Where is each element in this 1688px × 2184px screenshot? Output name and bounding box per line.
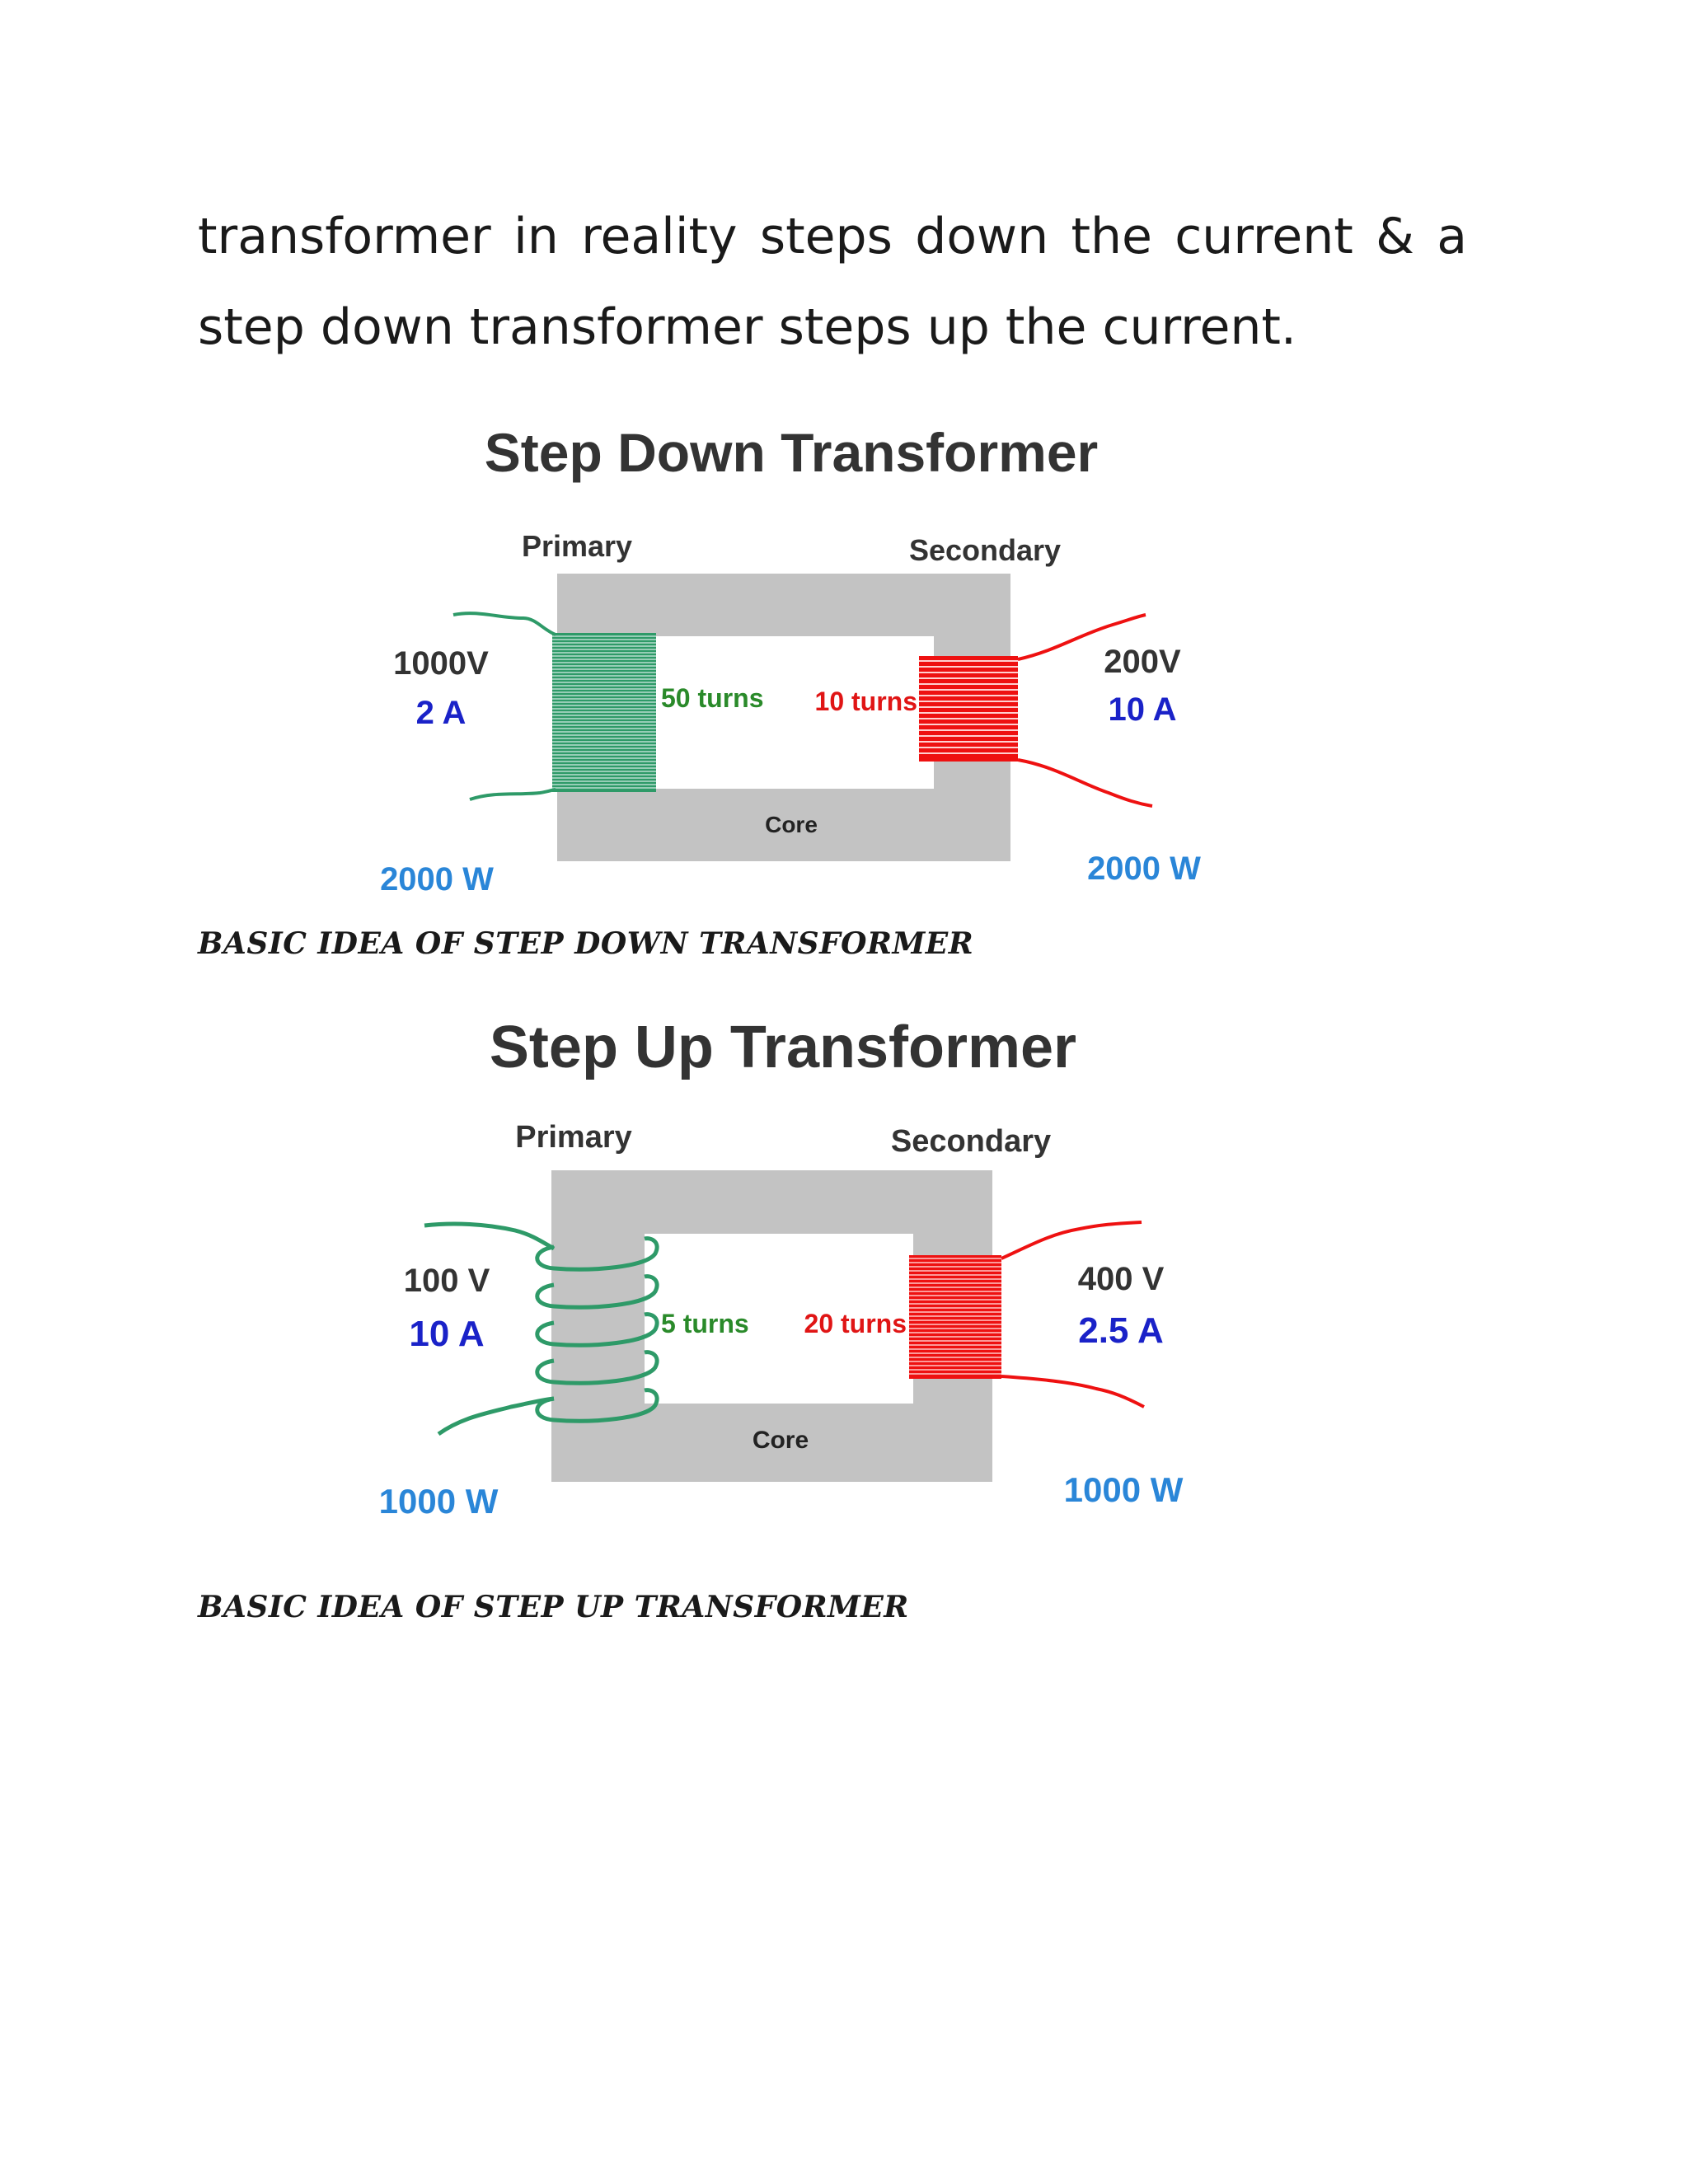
body-paragraph: transformer in reality steps down the cu… — [198, 191, 1467, 373]
step-down-title: Step Down Transformer — [485, 422, 1098, 483]
step-up-core — [551, 1170, 992, 1482]
step-down-secondary-wire-top — [1017, 613, 1146, 661]
step-up-core-label: Core — [753, 1427, 809, 1454]
step-up-secondary-coil — [909, 1255, 1001, 1379]
step-down-caption: BASIC IDEA OF STEP DOWN TRANSFORMER — [198, 926, 974, 961]
step-down-input-current: 2 A — [416, 695, 467, 731]
step-down-primary-label: Primary — [522, 529, 632, 563]
step-down-diagram: Step Down Transformer Primary Secondary … — [354, 412, 1228, 915]
step-up-primary-wire-bottom — [437, 1396, 555, 1436]
step-up-secondary-label: Secondary — [891, 1124, 1051, 1159]
step-down-secondary-coil — [919, 656, 1018, 762]
step-up-secondary-turns: 20 turns — [804, 1309, 907, 1338]
step-up-figure: Step Up Transformer Primary Secondary Co… — [363, 1001, 1220, 1525]
step-down-primary-wire-top — [452, 612, 556, 636]
step-down-input-voltage: 1000V — [393, 645, 489, 682]
step-down-primary-wire-bottom — [469, 788, 556, 801]
step-down-primary-coil — [552, 633, 656, 792]
step-up-output-current: 2.5 A — [1078, 1310, 1164, 1351]
step-down-core — [557, 574, 1010, 861]
step-down-secondary-label: Secondary — [909, 533, 1061, 567]
step-down-core-label: Core — [765, 812, 818, 837]
step-up-diagram: Step Up Transformer Primary Secondary Co… — [363, 1001, 1220, 1525]
step-up-primary-coil — [535, 1236, 659, 1423]
step-up-output-voltage: 400 V — [1078, 1261, 1165, 1297]
step-down-output-voltage: 200V — [1104, 644, 1181, 680]
step-up-secondary-wire-bottom — [1001, 1375, 1145, 1408]
step-up-primary-label: Primary — [515, 1120, 632, 1155]
step-down-output-power: 2000 W — [1087, 851, 1201, 887]
step-down-secondary-turns: 10 turns — [815, 687, 917, 716]
step-down-output-current: 10 A — [1108, 691, 1176, 728]
step-up-primary-turns: 5 turns — [661, 1309, 749, 1338]
step-up-primary-wire-top — [424, 1221, 556, 1251]
step-up-title: Step Up Transformer — [490, 1015, 1076, 1080]
step-down-secondary-wire-bottom — [1017, 758, 1153, 808]
step-up-input-current: 10 A — [409, 1314, 484, 1354]
step-down-primary-turns: 50 turns — [661, 683, 763, 713]
paragraph-line-2: step down transformer steps up the curre… — [198, 298, 1296, 356]
step-up-secondary-wire-top — [1001, 1221, 1142, 1260]
paragraph-line-1: transformer in reality steps down the cu… — [198, 208, 1467, 265]
step-down-figure: Step Down Transformer Primary Secondary … — [354, 412, 1228, 915]
step-up-input-voltage: 100 V — [404, 1263, 490, 1299]
step-up-input-power: 1000 W — [379, 1482, 499, 1521]
step-down-input-power: 2000 W — [380, 861, 494, 898]
step-up-output-power: 1000 W — [1064, 1470, 1184, 1509]
step-up-caption: BASIC IDEA OF STEP UP TRANSFORMER — [198, 1590, 909, 1624]
